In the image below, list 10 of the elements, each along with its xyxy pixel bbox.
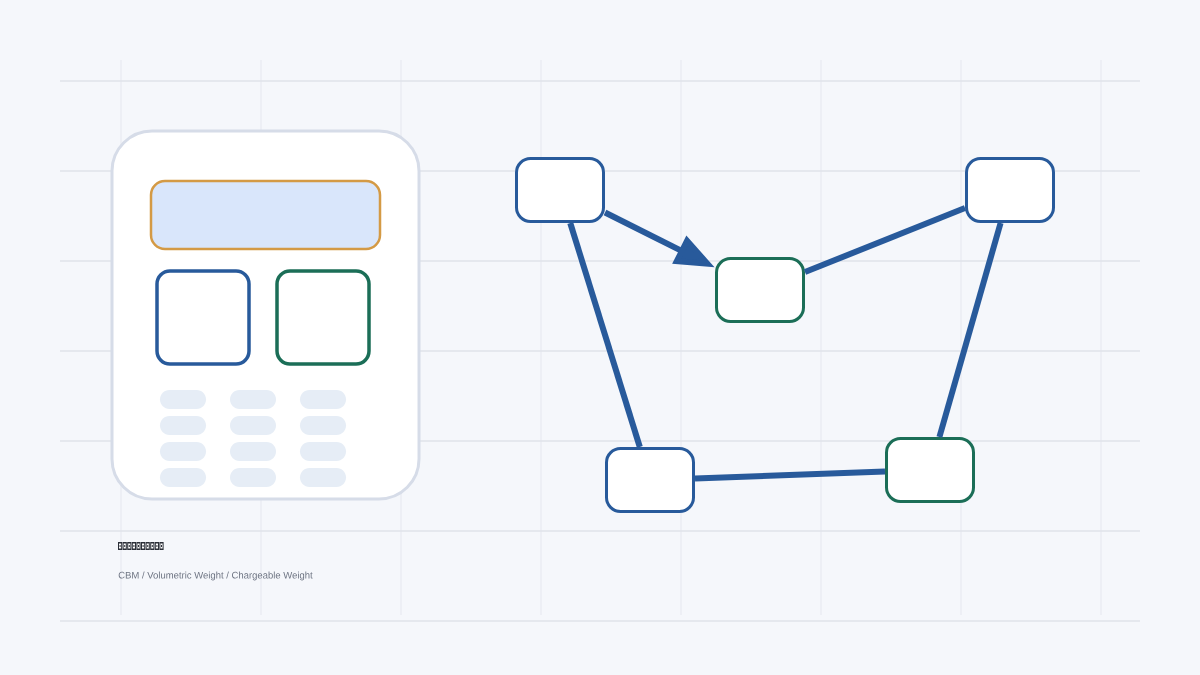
connector bbox=[936, 222, 1004, 438]
connector bbox=[803, 205, 967, 275]
rounded-box bbox=[965, 157, 1055, 223]
rounded-box bbox=[605, 447, 695, 513]
rounded-box bbox=[885, 437, 975, 503]
rounded-box bbox=[715, 257, 805, 323]
connector bbox=[694, 468, 886, 482]
connector bbox=[567, 222, 643, 448]
caption-text: CBM / Volumetric Weight / Chargeable Weight bbox=[118, 571, 313, 581]
rounded-box bbox=[515, 157, 605, 223]
